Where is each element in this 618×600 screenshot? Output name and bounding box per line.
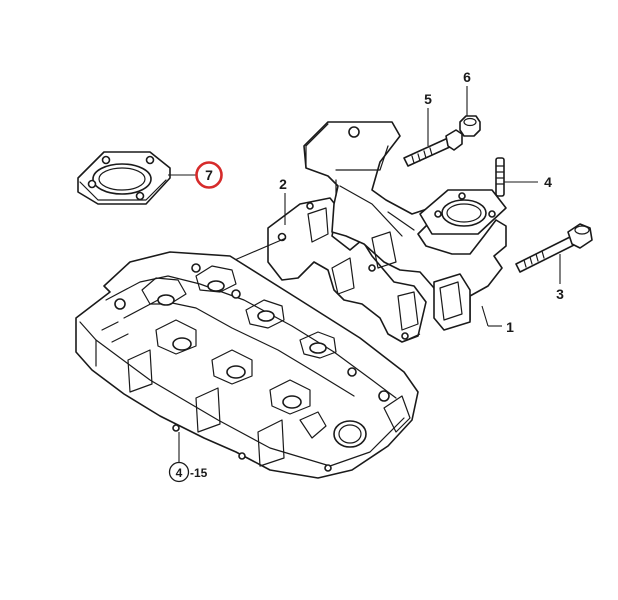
flange-bolt-part[interactable] [515,223,593,273]
manifold-bolt-part[interactable] [403,129,463,167]
callout-head-number[interactable]: 4 [176,466,183,480]
exhaust-manifold-part[interactable] [303,121,507,331]
callout-2[interactable]: 2 [279,176,287,192]
callout-7[interactable]: 7 [205,167,213,183]
head-ref-circle [168,461,190,483]
cylinder-head-part[interactable] [75,251,419,479]
highlight-ring [195,161,223,189]
callout-5[interactable]: 5 [424,91,432,107]
callout-4[interactable]: 4 [544,174,552,190]
stud-part[interactable] [495,157,505,197]
assembly-line-a [229,237,287,263]
flange-gasket-part[interactable] [77,151,171,205]
callout-1[interactable]: 1 [506,319,514,335]
leader-1a [481,305,489,327]
assembly-line-b [401,333,421,343]
callout-head-suffix[interactable]: -15 [190,466,208,480]
manifold-gasket-part[interactable] [267,197,427,343]
nut-part[interactable] [459,115,481,137]
callout-3[interactable]: 3 [556,286,564,302]
callout-6[interactable]: 6 [463,69,471,85]
